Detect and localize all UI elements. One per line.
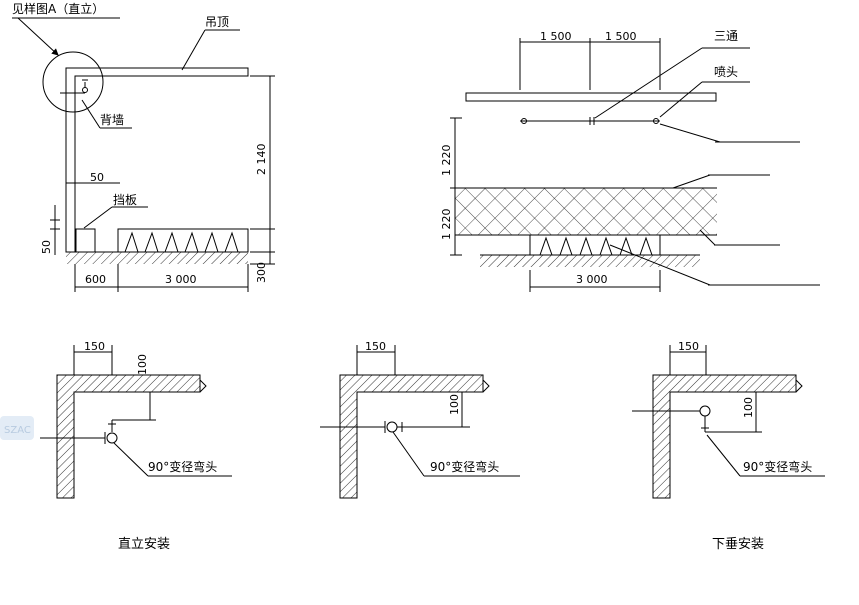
detail1-elbow-icon xyxy=(106,432,118,444)
back-wall-outline xyxy=(65,67,249,253)
nozzle-icon xyxy=(82,87,88,93)
detail-sidewall: 150 100 90°变径弯头 xyxy=(320,340,520,499)
detail2-elbow-label: 90°变径弯头 xyxy=(430,459,499,474)
nozzle-label: 喷头 xyxy=(714,65,738,79)
detail3-dim-150: 150 xyxy=(678,340,699,353)
dim-50-horizontal: 50 xyxy=(90,171,104,184)
detail-upright: 150 100 90°变径弯头 直立安装 xyxy=(40,340,232,552)
detail-circle xyxy=(42,51,104,113)
dim-3000-right: 3 000 xyxy=(576,273,608,286)
back-wall-label: 背墙 xyxy=(100,113,124,127)
dim-1220-upper: 1 220 xyxy=(440,145,453,177)
dim-1500-a: 1 500 xyxy=(540,30,572,43)
detail2-elbow-icon xyxy=(386,421,398,433)
detail3-caption: 下垂安装 xyxy=(712,537,764,552)
dim-1220-lower: 1 220 xyxy=(440,209,453,241)
dim-3000-left: 3 000 xyxy=(165,273,197,286)
storage-boxes xyxy=(75,228,249,253)
detail3-elbow-icon xyxy=(699,405,711,417)
detail3-elbow-label: 90°变径弯头 xyxy=(743,459,812,474)
detail2-dim-150: 150 xyxy=(365,340,386,353)
storage-pile-hatch xyxy=(455,188,717,235)
storage-boxes-right xyxy=(529,234,661,256)
right-section-view: 1 500 1 500 三通 喷头 1 220 1 220 xyxy=(440,29,820,292)
detail3-dim-100: 100 xyxy=(742,397,755,418)
dim-600: 600 xyxy=(85,273,106,286)
watermark-logo: SZAC xyxy=(0,416,34,440)
detail1-elbow-label: 90°变径弯头 xyxy=(148,459,217,474)
dim-50-vertical: 50 xyxy=(40,240,53,254)
dim-1500-b: 1 500 xyxy=(605,30,637,43)
ground-hatch-right xyxy=(480,255,700,267)
detail1-caption: 直立安装 xyxy=(118,537,170,552)
detail1-dim-100: 100 xyxy=(136,354,149,375)
see-detail-label: 见样图A（直立） xyxy=(12,1,104,16)
baffle-label: 挡板 xyxy=(113,193,137,207)
left-elevation-view: 见样图A（直立） 吊顶 背墙 挡板 50 50 xyxy=(12,1,275,292)
ceiling-label: 吊顶 xyxy=(205,15,229,29)
ground-hatch xyxy=(66,252,248,264)
ceiling-slab xyxy=(465,92,717,102)
watermark-text: SZAC xyxy=(4,425,31,436)
detail-pendent: 150 100 90°变径弯头 下垂安装 xyxy=(632,340,825,552)
dim-300: 300 xyxy=(255,262,268,283)
detail2-dim-100: 100 xyxy=(448,394,461,415)
detail1-dim-150: 150 xyxy=(84,340,105,353)
dim-2140: 2 140 xyxy=(255,144,268,176)
tee-label: 三通 xyxy=(714,29,738,43)
